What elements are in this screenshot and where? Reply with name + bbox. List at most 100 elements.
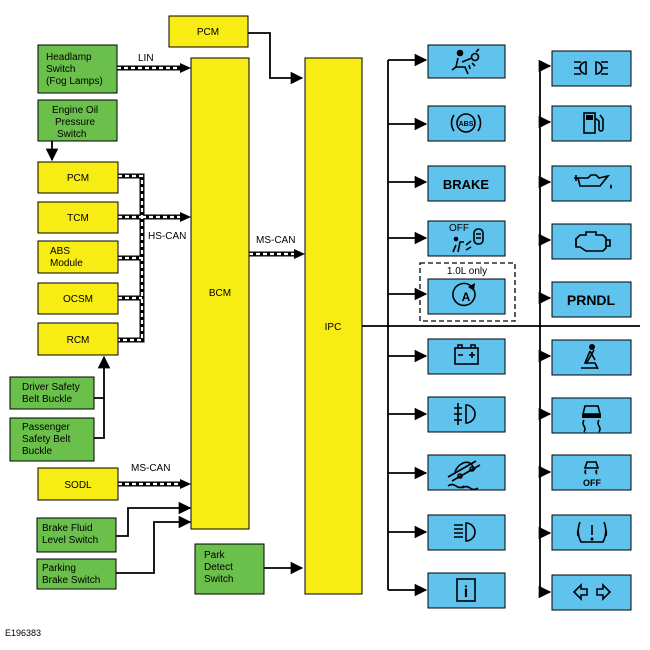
tcm-box: TCM: [37, 201, 119, 234]
ocsm-label: OCSM: [63, 294, 93, 305]
turn-signal-icon: [572, 583, 612, 601]
ms-can-bus-bcm-ipc: MS-CAN: [249, 235, 305, 259]
driver-belt-line-1: Driver Safety: [22, 382, 80, 393]
sodl-box: SODL: [37, 467, 119, 501]
traction-control-icon: [581, 405, 602, 433]
connections: [45, 32, 640, 592]
rear-fog-lamp-icon: [454, 403, 476, 425]
headlamp-switch-line-2: Switch: [46, 64, 75, 75]
indicator-oil-pressure: [551, 165, 632, 202]
indicator-seatbelt: [551, 339, 632, 376]
engine-oil-line-3: Switch: [57, 129, 86, 140]
tire-pressure-icon: [576, 521, 608, 543]
indicator-airbag: [427, 44, 506, 79]
info-text: i: [464, 584, 468, 601]
indicator-auto-start-stop: A: [427, 278, 506, 315]
ms-can-sodl-label: MS-CAN: [131, 463, 170, 474]
traction-control-off-icon: OFF: [583, 461, 601, 488]
park-detect-line-3: Switch: [204, 574, 233, 585]
left-branches: [388, 53, 428, 597]
airbag-warning-icon: [451, 48, 480, 75]
indicator-prndl: PRNDL: [551, 281, 632, 318]
indicator-slippery-road: [427, 454, 506, 491]
pcm-top-label: PCM: [197, 27, 219, 38]
abs-module-line-2: Module: [50, 258, 83, 269]
engine-oil-line-1: Engine Oil: [52, 105, 98, 116]
side-lamp-icon: [574, 61, 608, 75]
rcm-label: RCM: [67, 335, 90, 346]
hs-can-bus-label: HS-CAN: [148, 231, 186, 242]
high-beam-icon: [454, 522, 476, 542]
parking-brake-box: Parking Brake Switch: [36, 558, 117, 590]
lin-bus-label: LIN: [138, 53, 154, 64]
prndl-text: PRNDL: [567, 292, 616, 308]
indicator-side-lamp: [551, 50, 632, 87]
indicator-passenger-airbag-off: OFF: [427, 220, 506, 257]
bcm-label: BCM: [209, 288, 231, 299]
park-detect-box: Park Detect Switch: [194, 543, 265, 595]
headlamp-switch-line-3: (Fog Lamps): [46, 76, 103, 87]
indicator-turn-signal: [551, 574, 632, 611]
right-branches: [538, 59, 552, 599]
hs-can-bus: HS-CAN: [118, 173, 191, 343]
slippery-road-icon: [447, 460, 481, 491]
indicator-abs: (ABS): [427, 105, 506, 142]
engine-note-group: 1.0L only: [419, 262, 516, 322]
tcm-label: TCM: [67, 213, 89, 224]
engine-oil-switch-box: Engine Oil Pressure Switch: [37, 99, 118, 142]
passenger-belt-line-1: Passenger: [22, 422, 70, 433]
sodl-label: SODL: [64, 480, 92, 491]
pcm-top-box: PCM: [168, 15, 249, 48]
information-icon: i: [456, 578, 476, 602]
headlamp-switch-line-1: Headlamp: [46, 52, 92, 63]
lin-bus: LIN: [117, 53, 191, 73]
engine-note-label: 1.0L only: [447, 266, 487, 277]
traction-off-text: OFF: [583, 478, 601, 488]
brake-fluid-line-2: Level Switch: [42, 535, 98, 546]
abs-module-box: ABS Module: [37, 240, 119, 274]
pcm-box: PCM: [37, 161, 119, 194]
indicator-information: i: [427, 572, 506, 609]
seatbelt-reminder-icon: [581, 344, 599, 370]
ms-can-bus-label: MS-CAN: [256, 235, 295, 246]
park-detect-line-1: Park: [204, 550, 226, 561]
indicator-tire-pressure: [551, 514, 632, 551]
rcm-box: RCM: [37, 322, 119, 356]
ocsm-box: OCSM: [37, 282, 119, 315]
bcm-box: BCM: [190, 57, 250, 530]
indicator-battery: [427, 338, 506, 375]
pcm-label: PCM: [67, 173, 89, 184]
abs-text: (ABS): [456, 121, 475, 128]
brake-warning-text: BRAKE: [443, 177, 490, 192]
abs-module-line-1: ABS: [50, 246, 70, 257]
indicator-traction-control: [551, 397, 632, 434]
headlamp-switch-box: Headlamp Switch (Fog Lamps): [37, 44, 118, 94]
engine-oil-line-2: Pressure: [55, 117, 95, 128]
check-engine-icon: [575, 231, 611, 252]
indicator-rear-fog: [427, 396, 506, 433]
airbag-off-text: OFF: [449, 223, 469, 234]
indicator-traction-off: OFF: [551, 454, 632, 491]
passenger-belt-line-2: Safety Belt: [22, 434, 71, 445]
brake-fluid-box: Brake Fluid Level Switch: [36, 517, 117, 553]
brake-fluid-line-1: Brake Fluid: [42, 523, 93, 534]
oil-pressure-icon: [574, 174, 612, 189]
figure-id: E196383: [5, 628, 42, 638]
driver-belt-line-2: Belt Buckle: [22, 394, 72, 405]
passenger-belt-line-3: Buckle: [22, 446, 52, 457]
indicator-high-beam: [427, 514, 506, 551]
ipc-box: IPC: [304, 57, 363, 595]
passenger-belt-box: Passenger Safety Belt Buckle: [9, 417, 95, 462]
auto-start-stop-icon: A: [452, 282, 476, 307]
passenger-airbag-off-icon: OFF: [449, 223, 484, 253]
driver-belt-box: Driver Safety Belt Buckle: [9, 376, 95, 410]
abs-warning-icon: (ABS): [450, 113, 482, 133]
parking-brake-line-1: Parking: [42, 563, 76, 574]
ms-can-bus-sodl: MS-CAN: [118, 463, 191, 489]
ipc-label: IPC: [325, 322, 342, 333]
battery-charge-icon: [454, 344, 479, 365]
indicator-low-fuel: [551, 105, 632, 142]
indicator-check-engine: [551, 223, 632, 260]
parking-brake-line-2: Brake Switch: [42, 575, 100, 586]
